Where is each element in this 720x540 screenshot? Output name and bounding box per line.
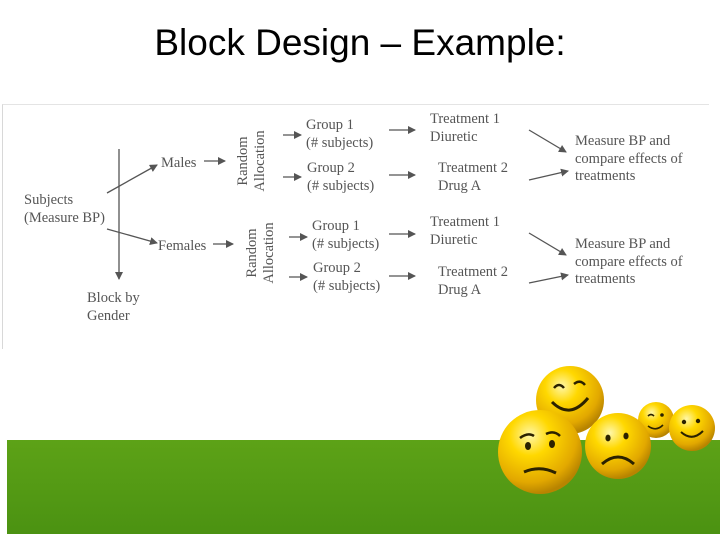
- males-group-2: Group 2 (# subjects): [307, 160, 374, 195]
- treatment-name: Treatment 2: [438, 160, 508, 176]
- outcome-line: compare effects of: [575, 150, 683, 167]
- outcome-line: Measure BP and: [575, 133, 671, 149]
- treatment-name: Treatment 1: [430, 111, 500, 127]
- group-name: Group 1: [312, 218, 360, 234]
- random-allocation-females-label: Random Allocation: [244, 215, 280, 291]
- group-count: (# subjects): [312, 235, 380, 252]
- random-allocation-males-label: Random Allocation: [235, 123, 271, 199]
- females-group-2: Group 2 (# subjects): [313, 260, 380, 295]
- winking-face-icon: [638, 402, 674, 438]
- block-line: Block by: [87, 290, 140, 306]
- group-count: (# subjects): [306, 134, 374, 151]
- block-by-gender-label: Block by Gender: [87, 290, 140, 325]
- females-group-1: Group 1 (# subjects): [312, 218, 379, 253]
- outcome-line: treatments: [575, 168, 636, 184]
- slide-title: Block Design – Example:: [154, 22, 566, 63]
- frowning-face-icon: [585, 413, 651, 479]
- subjects-line: Subjects: [24, 192, 74, 208]
- group-name: Group 2: [313, 260, 361, 276]
- treatment-drug: Diuretic: [430, 128, 478, 145]
- males-group-1: Group 1 (# subjects): [306, 117, 373, 152]
- smiling-face-icon: [669, 405, 715, 451]
- subjects-line: (Measure BP): [24, 209, 105, 226]
- block-design-diagram: Subjects (Measure BP) Block by Gender Ma…: [2, 104, 709, 349]
- males-treatment-2: Treatment 2 Drug A: [438, 160, 508, 195]
- outcome-line: Measure BP and: [575, 236, 671, 252]
- random-allocation-line: Allocation: [261, 222, 277, 284]
- random-allocation-line: Random: [235, 136, 251, 186]
- sad-face-icon: [498, 410, 582, 494]
- treatment-drug: Drug A: [438, 177, 482, 194]
- group-name: Group 2: [307, 160, 355, 176]
- smiley-faces-decoration: [498, 366, 715, 494]
- outcome-line: compare effects of: [575, 253, 683, 270]
- females-outcome: Measure BP and compare effects of treatm…: [575, 236, 683, 289]
- diagram-arrows: [106, 126, 569, 284]
- males-treatment-1: Treatment 1 Diuretic: [430, 111, 500, 146]
- group-name: Group 1: [306, 117, 354, 133]
- females-treatment-1: Treatment 1 Diuretic: [430, 214, 500, 249]
- random-allocation-line: Allocation: [252, 130, 268, 192]
- random-allocation-line: Random: [244, 228, 260, 278]
- males-label: Males: [161, 155, 197, 171]
- treatment-name: Treatment 2: [438, 264, 508, 280]
- outcome-line: treatments: [575, 271, 636, 287]
- males-outcome: Measure BP and compare effects of treatm…: [575, 133, 683, 186]
- subjects-label: Subjects (Measure BP): [24, 192, 105, 227]
- treatment-drug: Drug A: [438, 281, 482, 298]
- group-count: (# subjects): [307, 177, 375, 194]
- block-line: Gender: [87, 307, 130, 324]
- females-treatment-2: Treatment 2 Drug A: [438, 264, 508, 299]
- group-count: (# subjects): [313, 277, 381, 294]
- treatment-drug: Diuretic: [430, 231, 478, 248]
- females-label: Females: [158, 238, 207, 254]
- treatment-name: Treatment 1: [430, 214, 500, 230]
